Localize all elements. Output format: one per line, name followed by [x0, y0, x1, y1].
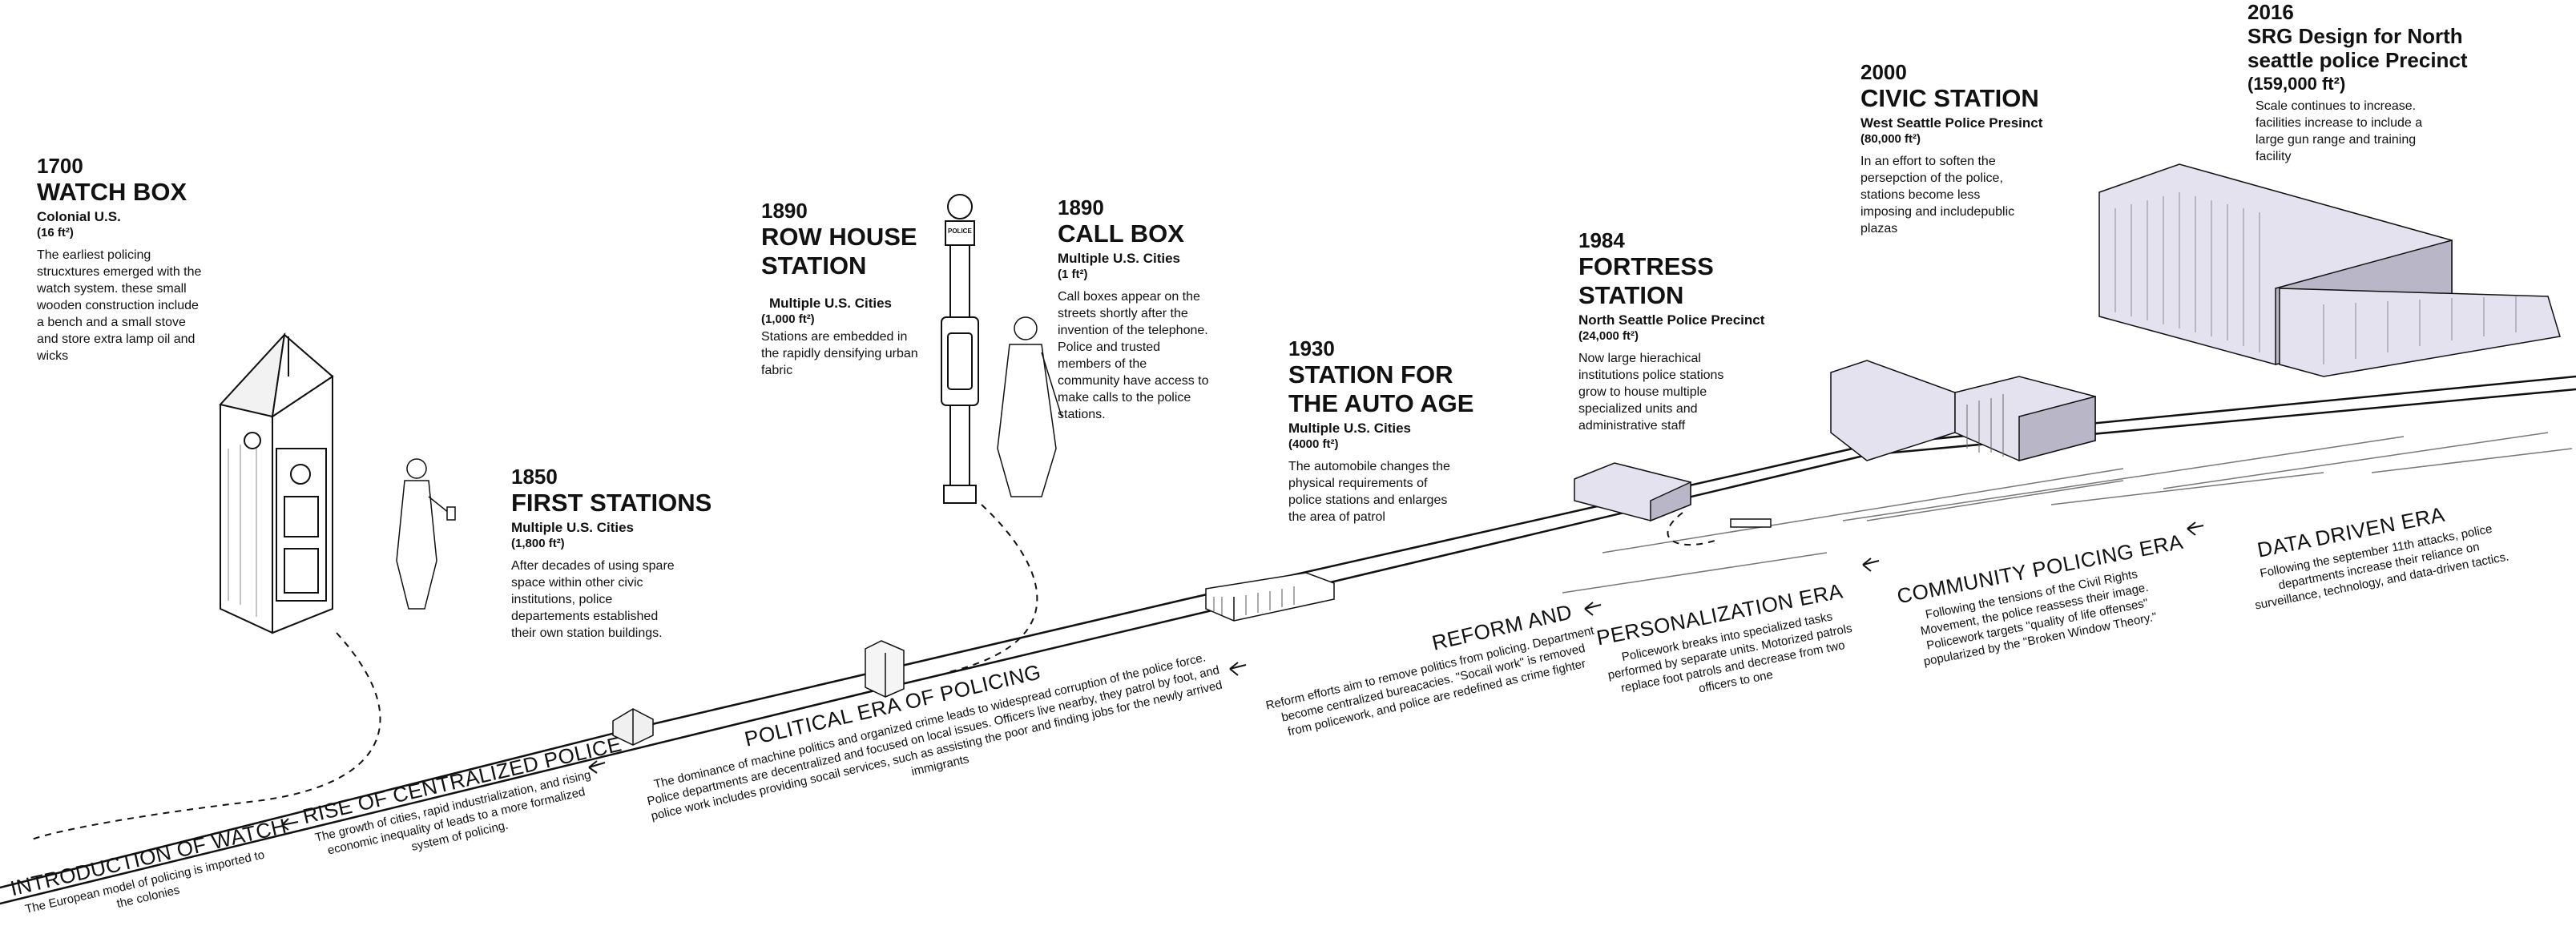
- callbox-sign: POLICE: [948, 227, 972, 235]
- station-title: WATCH BOX: [37, 178, 245, 207]
- station-subtitle: Multiple U.S. Cities: [1288, 420, 1529, 437]
- station-area: (80,000 ft²): [1860, 131, 2069, 147]
- station-description: The automobile changes the physical requ…: [1288, 458, 1457, 525]
- station-auto-age: 1930 STATION FOR THE AUTO AGE Multiple U…: [1288, 336, 1529, 525]
- station-description: After decades of using spare space withi…: [511, 558, 683, 642]
- station-row-house: 1890 ROW HOUSE STATION Multiple U.S. Cit…: [761, 199, 945, 379]
- station-title: FORTRESS STATION: [1578, 252, 1795, 310]
- station-year: 1890: [1058, 195, 1258, 219]
- station-area: (159,000 ft²): [2247, 72, 2488, 96]
- station-description: Scale continues to increase. facilities …: [2247, 98, 2440, 165]
- station-call-box: 1890 CALL BOX Multiple U.S. Cities (1 ft…: [1058, 195, 1258, 423]
- station-subtitle: Multiple U.S. Cities: [511, 519, 720, 536]
- station-description: In an effort to soften the persepction o…: [1860, 153, 2033, 237]
- station-area: (1 ft²): [1058, 267, 1258, 282]
- station-area: (1,800 ft²): [511, 536, 720, 551]
- station-subtitle: North Seattle Police Precinct: [1578, 312, 1795, 328]
- station-description: Now large hierachical institutions polic…: [1578, 350, 1755, 434]
- station-area: (1,000 ft²): [761, 312, 945, 327]
- station-year: 1930: [1288, 336, 1529, 360]
- station-description: Stations are embedded in the rapidly den…: [761, 328, 921, 379]
- station-year: 1850: [511, 465, 720, 489]
- station-watch-box: 1700 WATCH BOX Colonial U.S. (16 ft²) Th…: [37, 154, 245, 364]
- station-civic: 2000 CIVIC STATION West Seattle Police P…: [1860, 60, 2069, 237]
- callbox-illustration: [941, 195, 978, 503]
- station-description: The earliest policing strucxtures emerge…: [37, 247, 209, 364]
- station-srg: 2016 SRG Design for North seattle police…: [2247, 0, 2488, 165]
- station-year: 2000: [1860, 60, 2069, 84]
- station-area: (16 ft²): [37, 225, 245, 240]
- watch-box-illustration: [220, 335, 333, 633]
- station-title: SRG Design for North seattle police Prec…: [2247, 24, 2488, 72]
- station-fortress: 1984 FORTRESS STATION North Seattle Poli…: [1578, 228, 1795, 434]
- auto-age-station-illustration: [1206, 573, 1334, 621]
- station-title: FIRST STATIONS: [511, 489, 720, 517]
- timeline-diagram: 1700 WATCH BOX Colonial U.S. (16 ft²) Th…: [0, 0, 2576, 913]
- row-house-illustration: [865, 641, 904, 697]
- station-year: 1984: [1578, 228, 1795, 252]
- station-subtitle: Multiple U.S. Cities: [761, 295, 945, 312]
- station-year: 2016: [2247, 0, 2488, 24]
- station-subtitle: West Seattle Police Presinct: [1860, 115, 2069, 131]
- station-area: (24,000 ft²): [1578, 328, 1795, 344]
- officer-figure: [998, 317, 1062, 497]
- station-subtitle: Multiple U.S. Cities: [1058, 250, 1258, 267]
- station-title: CIVIC STATION: [1860, 84, 2069, 113]
- station-subtitle: Colonial U.S.: [37, 208, 245, 225]
- station-description: Call boxes appear on the streets shortly…: [1058, 288, 1210, 423]
- station-title: ROW HOUSE STATION: [761, 223, 921, 280]
- station-first-stations: 1850 FIRST STATIONS Multiple U.S. Cities…: [511, 465, 720, 642]
- station-title: CALL BOX: [1058, 219, 1258, 248]
- station-area: (4000 ft²): [1288, 437, 1529, 452]
- srg-precinct-illustration: [2099, 164, 2560, 376]
- watchman-figure: [397, 459, 455, 609]
- station-year: 1890: [761, 199, 945, 223]
- station-year: 1700: [37, 154, 245, 178]
- station-title: STATION FOR THE AUTO AGE: [1288, 360, 1505, 418]
